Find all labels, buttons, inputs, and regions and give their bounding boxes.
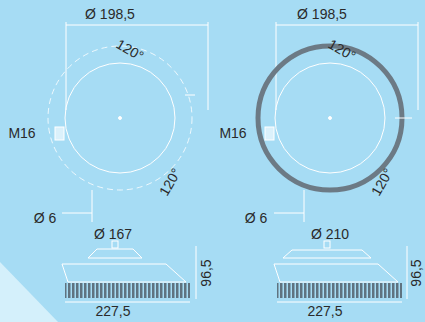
dimension-label: M16: [8, 126, 35, 140]
dimension-label: 120°: [157, 166, 184, 198]
dimension-label: Ø 210: [311, 227, 349, 241]
dimension-label: 96,5: [199, 259, 213, 286]
dimension-label: Ø 198,5: [85, 7, 135, 21]
dimension-label: Ø 6: [245, 211, 268, 225]
dimension-label: Ø 6: [34, 211, 57, 225]
dimension-label: 120°: [369, 166, 396, 198]
dimension-label: 227,5: [95, 304, 130, 318]
plan-view-left: [48, 22, 208, 222]
dimension-label: Ø 198,5: [297, 7, 347, 21]
dimension-label: 96,5: [409, 259, 423, 286]
side-view-right: [274, 241, 407, 302]
dimension-label: M16: [219, 126, 246, 140]
dimension-label: 120°: [326, 37, 358, 64]
side-view-left: [62, 241, 196, 302]
corner-band: [0, 262, 58, 322]
dimension-label: 120°: [114, 37, 146, 64]
dimension-label: Ø 167: [94, 227, 132, 241]
plan-view-right: [258, 22, 418, 222]
dimension-label: 227,5: [307, 304, 342, 318]
